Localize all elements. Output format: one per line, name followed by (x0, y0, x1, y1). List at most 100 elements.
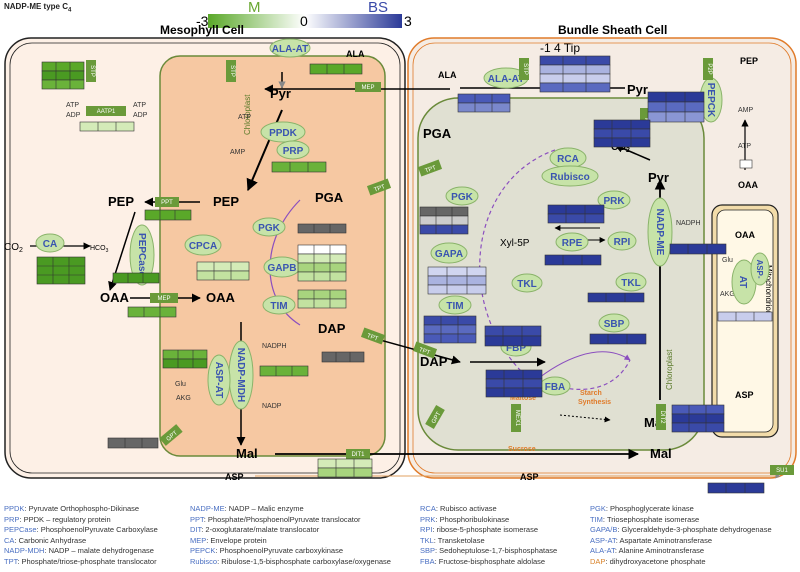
svg-text:STP: STP (229, 65, 235, 77)
enzyme-tkl-1: TKL (511, 273, 543, 293)
svg-text:GAPB: GAPB (268, 263, 297, 274)
svg-text:PPT: PPT (161, 200, 173, 206)
m-mal: Mal (236, 446, 258, 461)
bs-dap: DAP (420, 354, 448, 369)
ala-chloro: ALA (346, 49, 365, 59)
bs-pga: PGA (423, 126, 452, 141)
heatmap-gapa (427, 266, 487, 295)
transporter-aatp1: AATP1 (86, 106, 126, 116)
enzyme-sbp: SBP (598, 313, 630, 333)
svg-text:AT: AT (737, 276, 748, 289)
legend-item: GAPA/B: Glyceraldehyde-3-phosphate dehyd… (590, 525, 772, 534)
enzyme-ala-at-top: ALA-AT (269, 38, 311, 58)
svg-text:AATP1: AATP1 (97, 109, 116, 115)
legend-item: PPDK: Pyruvate Orthophospho-Dikinase (4, 504, 140, 513)
heatmap-asp-at-m (162, 349, 208, 369)
transporter-ppt: PPT (155, 197, 179, 207)
atp-aatp-r: ATP (133, 102, 146, 109)
legend-col-1: PPDK: Pyruvate Orthophospho-Dikinase PRP… (4, 504, 158, 567)
c-pep: PEP (108, 194, 134, 209)
scale-max-tick: 3 (404, 13, 412, 29)
svg-text:PRP: PRP (283, 146, 304, 157)
bs-chloroplast-label: Chloroplast (665, 349, 674, 390)
svg-text:DIT1: DIT1 (351, 452, 365, 458)
calvin-cycle-arc (479, 149, 631, 390)
legend-item: TPT: Phosphate/triose-phosphate transloc… (4, 556, 157, 566)
legend-item: SBP: Sedoheptulose-1,7-bisphosphatase (420, 546, 558, 555)
svg-text:TKL: TKL (517, 279, 536, 290)
c-oaa: OAA (100, 290, 130, 305)
heatmap-nadp-mdh (259, 365, 309, 377)
mesophyll-chloroplast-label: Chloroplast (243, 94, 252, 135)
svg-text:STP: STP (522, 63, 528, 75)
transporter-dit2: DIT2 (656, 404, 666, 430)
svg-text:MEP: MEP (361, 85, 374, 91)
heatmap-gapb (297, 244, 347, 282)
enzyme-prk: PRK (597, 190, 631, 210)
asp-m: ASP (225, 472, 244, 482)
legend-item: DAP: dihydroxyacetone phosphate (590, 556, 706, 566)
heatmap-fbp (484, 325, 542, 347)
enzyme-pgk-bs: PGK (445, 186, 479, 206)
enzyme-asp: ASP- (750, 252, 770, 286)
legend-item: PRK: Phosphoribulokinase (420, 514, 510, 524)
m-pep: PEP (213, 194, 239, 209)
svg-text:RPE: RPE (562, 238, 583, 249)
heatmap-ppdk (271, 161, 327, 173)
heatmap-at (717, 311, 773, 322)
m-dap: DAP (318, 321, 346, 336)
legend-item: PEPCase: PhosphoenolPyruvate Carboxylase (4, 525, 158, 534)
transporter-mep-3: MEP (150, 293, 178, 303)
legend-item: MEP: Envelope protein (190, 535, 267, 545)
heatmap-ala-at-bs (457, 93, 511, 113)
mesophyll-chloroplast (159, 55, 386, 457)
transporter-stp-3: STP (519, 58, 529, 80)
heatmap-stp-bs (539, 55, 611, 93)
legend-item: RPI: ribose-5-phosphate isomerase (420, 525, 538, 534)
amp-bs: AMP (738, 107, 754, 114)
enzyme-prp: PRP (276, 140, 310, 160)
transporter-tpt-2: TPT (417, 159, 443, 177)
svg-text:ALA-AT: ALA-AT (488, 74, 524, 85)
legend-item: FBA: Fructose-bisphosphate aldolase (420, 556, 546, 566)
transporter-stp-2: STP (226, 60, 236, 82)
svg-text:TIM: TIM (446, 301, 463, 312)
svg-text:MEP: MEP (157, 296, 170, 302)
enzyme-rpe: RPE (555, 232, 589, 252)
svg-text:ALA-AT: ALA-AT (272, 44, 308, 55)
heatmap-ala-at (309, 63, 363, 75)
enzyme-rca: RCA (549, 147, 587, 169)
svg-text:PPDK: PPDK (269, 128, 298, 139)
svg-text:SU1: SU1 (776, 468, 788, 474)
transporter-mep-1: MEP (355, 82, 381, 92)
legend-item: TIM: Triosephosphate isomerase (590, 514, 700, 524)
heatmap-pgk-bs (419, 206, 469, 235)
svg-text:P2P: P2P (706, 63, 712, 74)
nadph-bs: NADPH (676, 220, 701, 227)
heatmap-gpt-m (107, 437, 159, 449)
bs-pep: PEP (740, 56, 758, 66)
transporter-su1: SU1 (770, 465, 794, 475)
color-scale-bar (208, 14, 402, 28)
m-pyr: Pyr (270, 86, 291, 101)
svg-text:DIT2: DIT2 (659, 410, 665, 424)
scale-left-label: M (248, 0, 261, 16)
transporter-tpt-4: TPT (412, 341, 438, 359)
tip-label: -1 4 Tip (540, 41, 580, 55)
legend-item: NADP-MDH: NADP – malate dehydrogenase (4, 546, 154, 555)
akg-mito: AKG (720, 291, 735, 298)
svg-text:Rubisco: Rubisco (550, 172, 589, 183)
legend-item: TKL: Transketolase (420, 535, 485, 545)
heatmap-rpe (544, 254, 602, 266)
mito-oaa: OAA (735, 230, 756, 240)
legend-item: PRP: PPDK – regulatory protein (4, 514, 111, 524)
enzyme-ppdk: PPDK (260, 121, 306, 143)
hco3: HCO3 (90, 245, 109, 254)
mito-asp: ASP (735, 390, 754, 400)
adp-aatp-r: ADP (133, 112, 148, 119)
transporter-tpt-1: TPT (366, 178, 392, 196)
adp-aatp-l: ADP (66, 112, 81, 119)
legend-col-4: PGK: Phosphoglycerate kinase TIM: Triose… (590, 504, 772, 567)
legend-item: PEPCK: PhosphoenolPyruvate carboxykinase (190, 546, 344, 555)
enzymes: PPDK PRP CA PEPCase CPCA PGK GAPB TIM NA… (35, 38, 770, 410)
